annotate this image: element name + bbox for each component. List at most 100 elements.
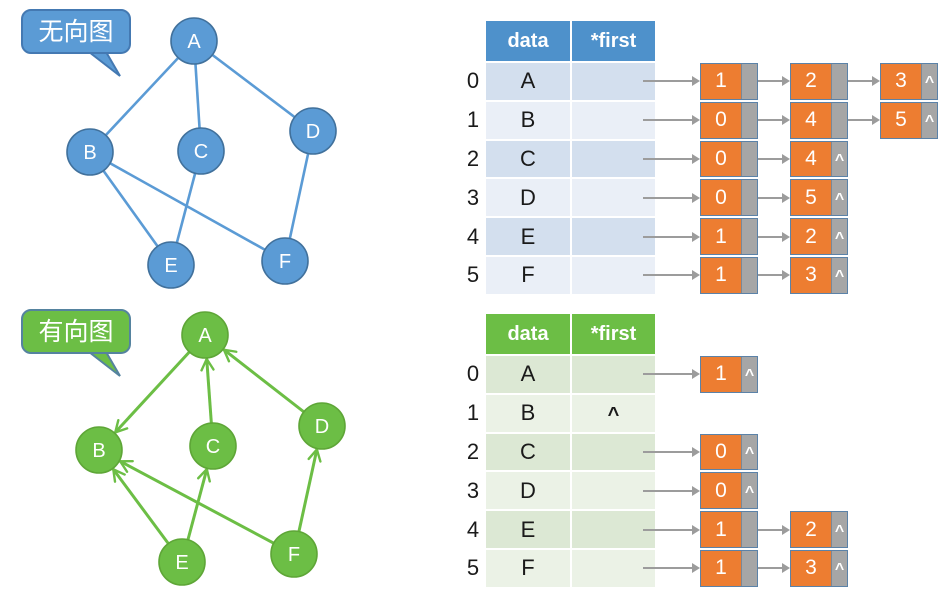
data-cell: F xyxy=(486,549,570,587)
bubble-body xyxy=(21,309,131,354)
first-pointer-cell xyxy=(572,256,655,294)
pointer-arrow xyxy=(758,218,790,255)
column-header-first: *first xyxy=(572,314,655,354)
list-node: 1 xyxy=(700,256,758,294)
graph-edge-A-B xyxy=(89,40,195,153)
header-spacer xyxy=(460,21,486,61)
pointer-arrow xyxy=(758,63,790,100)
data-cell: B xyxy=(486,394,570,432)
list-node: 3^ xyxy=(880,63,938,100)
list-node: 0^ xyxy=(700,433,758,471)
list-node: 4 xyxy=(790,101,848,139)
graph-node-D xyxy=(298,402,346,450)
graph-node-label-D: D xyxy=(306,121,320,143)
pointer-arrow xyxy=(758,550,790,587)
list-node-pointer xyxy=(831,64,847,99)
pointer-arrow xyxy=(643,218,700,255)
row-index: 0 xyxy=(466,361,480,387)
pointer-arrow xyxy=(643,550,700,587)
graph-node-A xyxy=(170,17,218,65)
graph-node-label-D: D xyxy=(315,416,329,438)
list-node-pointer xyxy=(741,64,757,99)
null-pointer-mark: ^ xyxy=(607,403,620,426)
pointer-arrow xyxy=(643,102,700,139)
data-cell: F xyxy=(486,256,570,294)
graph-node-label-C: C xyxy=(206,436,220,458)
list-node-pointer xyxy=(741,257,757,293)
first-pointer-cell xyxy=(572,179,655,217)
list-node-pointer: ^ xyxy=(831,550,847,586)
data-cell: D xyxy=(486,472,570,510)
list-node-pointer xyxy=(741,512,757,547)
row-index: 5 xyxy=(466,555,480,581)
data-cell: D xyxy=(486,179,570,217)
list-node-value: 1 xyxy=(701,550,741,586)
list-node: 5^ xyxy=(880,101,938,139)
directed-graph-label: 有向图 xyxy=(38,318,113,346)
null-pointer-mark: ^ xyxy=(834,561,845,579)
row-index: 4 xyxy=(466,516,480,542)
list-node-value: 2 xyxy=(791,64,831,99)
table-header: data *first xyxy=(460,314,950,354)
graph-node-F xyxy=(270,530,318,578)
graph-node-label-B: B xyxy=(83,142,96,164)
list-node-value: 0 xyxy=(701,141,741,177)
list-node-pointer: ^ xyxy=(831,219,847,254)
list-node: 0 xyxy=(700,140,758,178)
graph-node-label-E: E xyxy=(175,552,188,574)
list-node-pointer: ^ xyxy=(741,357,757,392)
graph-node-label-F: F xyxy=(288,544,300,566)
data-cell: B xyxy=(486,101,570,139)
list-node-value: 3 xyxy=(791,550,831,586)
list-node-value: 1 xyxy=(701,219,741,254)
pointer-arrow xyxy=(643,356,700,393)
graph-node-label-E: E xyxy=(164,255,177,277)
row-index: 4 xyxy=(466,223,480,249)
data-cell: E xyxy=(486,218,570,255)
list-node: 3^ xyxy=(790,549,848,587)
list-node-pointer xyxy=(741,550,757,586)
data-cell: A xyxy=(486,356,570,393)
list-node-value: 4 xyxy=(791,102,831,138)
pointer-arrow xyxy=(758,511,790,548)
null-pointer-mark: ^ xyxy=(834,151,845,169)
pointer-arrow xyxy=(758,141,790,178)
list-node-value: 1 xyxy=(701,357,741,392)
list-node-pointer xyxy=(741,219,757,254)
graph-node-label-A: A xyxy=(187,31,201,53)
list-node: 1 xyxy=(700,511,758,548)
header-spacer xyxy=(460,314,486,354)
list-node-pointer: ^ xyxy=(741,434,757,470)
row-index: 2 xyxy=(466,145,480,171)
row-index: 5 xyxy=(466,262,480,288)
row-index: 2 xyxy=(466,438,480,464)
list-node-value: 4 xyxy=(791,141,831,177)
row-index: 3 xyxy=(466,184,480,210)
null-pointer-mark: ^ xyxy=(744,483,755,501)
data-cell: C xyxy=(486,433,570,471)
undirected-label-bubble: 无向图 xyxy=(21,9,131,77)
null-pointer-mark: ^ xyxy=(744,444,755,462)
null-pointer-mark: ^ xyxy=(744,367,755,385)
null-pointer-mark: ^ xyxy=(924,74,935,92)
pointer-arrow xyxy=(758,257,790,294)
list-node-value: 0 xyxy=(701,102,741,138)
graph-node-C xyxy=(189,422,237,470)
graph-node-E xyxy=(158,538,206,586)
list-node-pointer: ^ xyxy=(831,512,847,547)
